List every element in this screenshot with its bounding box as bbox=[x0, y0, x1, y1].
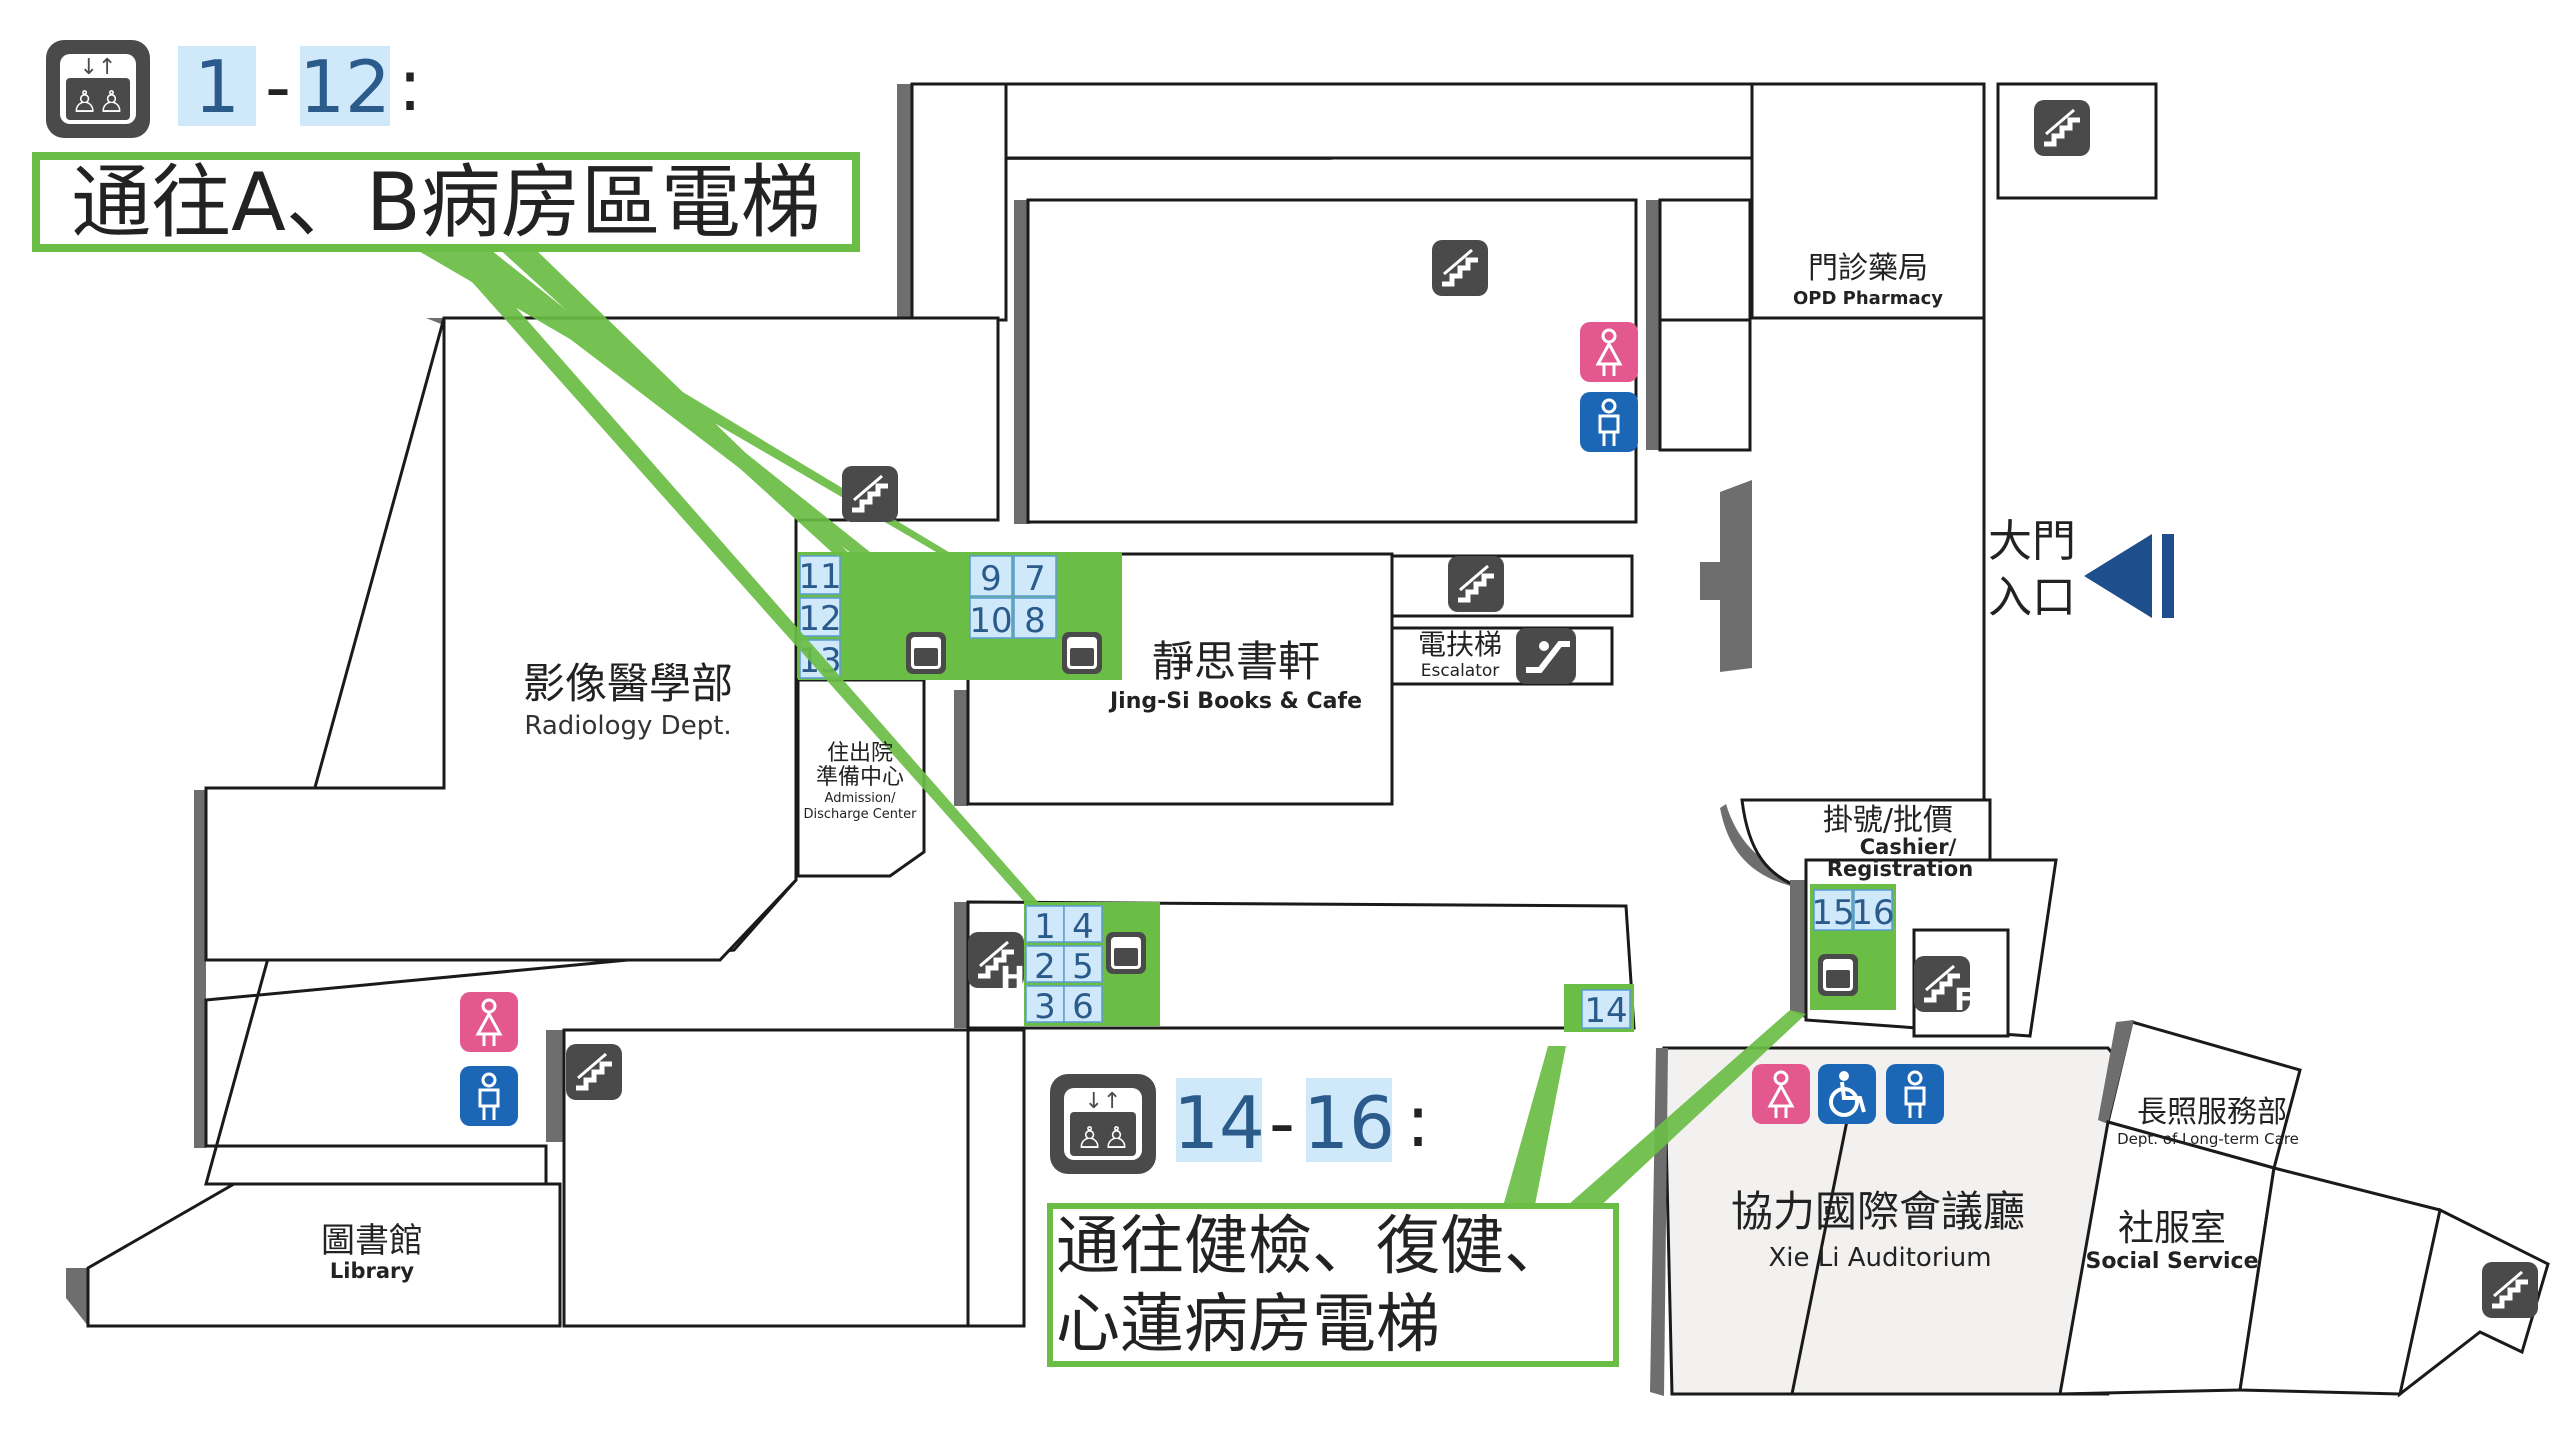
male-restroom-icon bbox=[1886, 1064, 1944, 1124]
elevator-icon bbox=[906, 632, 1858, 996]
svg-text:♙♙: ♙♙ bbox=[71, 85, 125, 120]
female-restroom-icon bbox=[1580, 322, 1638, 382]
stairs-icon bbox=[1432, 240, 1488, 296]
elevator-1: 1 bbox=[1034, 907, 1056, 947]
stairs-icon bbox=[2482, 1262, 2538, 1318]
stairs-icon bbox=[566, 100, 2538, 1318]
legend-b-colon: : bbox=[1406, 1079, 1430, 1163]
stairs-icon bbox=[842, 466, 898, 522]
elevator-icon bbox=[1818, 954, 1858, 996]
legend-a: ↓↑ ♙♙ 1 - 12 : 通往A、B病房區電梯 bbox=[32, 40, 860, 252]
escalator-icon bbox=[1516, 628, 1576, 684]
elevator-4: 4 bbox=[1072, 907, 1094, 947]
escalator-label: 電扶梯 bbox=[1418, 628, 1502, 661]
elevator-6: 6 bbox=[1072, 987, 1094, 1027]
callout-lines bbox=[410, 246, 1806, 1212]
admission-label: 住出院 bbox=[827, 741, 893, 766]
admission-label-en-2: Discharge Center bbox=[803, 807, 917, 822]
elevator-3: 3 bbox=[1034, 987, 1056, 1027]
entrance-label: 大門 bbox=[1988, 516, 2076, 567]
legend-b: ↓↑ ♙♙ 14 - 16 : 通往健檢、復健、 心蓮病房電梯 bbox=[1047, 1074, 1619, 1367]
legend-a-end: 12 bbox=[299, 45, 391, 129]
pharmacy-label-en: OPD Pharmacy bbox=[1793, 288, 1943, 309]
elevator-icon bbox=[1106, 932, 1146, 974]
elevator-2: 2 bbox=[1034, 947, 1056, 987]
elevator-icon bbox=[1062, 632, 1102, 674]
library-label-en: Library bbox=[330, 1259, 414, 1283]
stairs-h-letter: H bbox=[1000, 961, 1025, 996]
elevator-7: 7 bbox=[1024, 559, 1046, 599]
stairs-icon bbox=[968, 932, 1024, 988]
stairs-icon bbox=[2034, 100, 2090, 156]
legend-a-colon: : bbox=[398, 43, 422, 127]
legend-a-desc: 通往A、B病房區電梯 bbox=[71, 156, 821, 249]
elevator-16: 16 bbox=[1851, 893, 1894, 933]
svg-text:14: 14 bbox=[1584, 991, 1627, 1031]
longterm-label: 長照服務部 bbox=[2137, 1095, 2287, 1130]
cashier-label: 掛號/批價 bbox=[1823, 803, 1953, 838]
library-label: 圖書館 bbox=[321, 1221, 423, 1261]
svg-text:↓↑: ↓↑ bbox=[80, 55, 117, 80]
legend-b-desc-1: 通往健檢、復健、 bbox=[1056, 1210, 1568, 1284]
jingsi-label-en: Jing-Si Books & Cafe bbox=[1108, 689, 1362, 714]
male-restroom-icon bbox=[460, 1066, 518, 1126]
elevator-5: 5 bbox=[1072, 947, 1094, 987]
elevator-11: 11 bbox=[798, 557, 841, 597]
legend-b-start: 14 bbox=[1173, 1081, 1265, 1165]
radiology-label-en: Radiology Dept. bbox=[524, 711, 731, 741]
elevator-14: 14 bbox=[1564, 984, 1634, 1032]
elevator-10: 10 bbox=[969, 601, 1012, 641]
elevator-8: 8 bbox=[1024, 601, 1046, 641]
restroom-icons bbox=[460, 322, 1944, 1126]
elevator-12: 12 bbox=[798, 599, 841, 639]
elevator-15: 15 bbox=[1811, 893, 1854, 933]
social-label-en: Social Service bbox=[2085, 1249, 2258, 1274]
auditorium-label-en: Xie Li Auditorium bbox=[1768, 1243, 1991, 1273]
elevator-bank-1-6: 1 4 2 5 3 6 bbox=[1024, 902, 1160, 1027]
escalator-label-en: Escalator bbox=[1421, 661, 1500, 681]
elevator-icon bbox=[906, 632, 946, 674]
female-restroom-icon bbox=[1752, 1064, 1810, 1124]
svg-text:♙♙: ♙♙ bbox=[1076, 1121, 1130, 1156]
radiology-label: 影像醫學部 bbox=[523, 659, 733, 708]
legend-a-dash: - bbox=[265, 45, 291, 129]
elevator-9: 9 bbox=[980, 559, 1002, 599]
accessible-restroom-icon bbox=[1818, 1064, 1876, 1124]
elevator-bank-7-10: 9 7 10 8 bbox=[966, 552, 1122, 680]
room-labels: 影像醫學部 Radiology Dept. 住出院 準備中心 Admission… bbox=[321, 251, 2299, 1283]
stairs-f-letter: F bbox=[1954, 983, 1975, 1018]
auditorium-label: 協力國際會議廳 bbox=[1731, 1187, 2025, 1236]
cashier-label-en-2: Registration bbox=[1827, 857, 1973, 881]
legend-a-start: 1 bbox=[194, 45, 240, 129]
pharmacy-label: 門診藥局 bbox=[1808, 251, 1928, 286]
admission-label-en: Admission/ bbox=[825, 791, 897, 806]
female-restroom-icon bbox=[460, 992, 518, 1052]
admission-label-2: 準備中心 bbox=[816, 765, 904, 790]
svg-text:↓↑: ↓↑ bbox=[1085, 1089, 1122, 1114]
legend-b-end: 16 bbox=[1303, 1081, 1395, 1165]
legend-b-desc-2: 心蓮病房電梯 bbox=[1056, 1288, 1440, 1362]
longterm-label-en: Dept. of Long-term Care bbox=[2117, 1130, 2299, 1148]
stairs-icon bbox=[1448, 556, 1504, 612]
cashier-label-en: Cashier/ bbox=[1860, 835, 1957, 859]
social-label: 社服室 bbox=[2118, 1208, 2226, 1249]
jingsi-label: 靜思書軒 bbox=[1152, 637, 1320, 686]
male-restroom-icon bbox=[1580, 392, 1638, 452]
legend-b-dash: - bbox=[1269, 1081, 1295, 1165]
entrance-arrow-icon bbox=[2084, 534, 2174, 618]
stairs-icon bbox=[1914, 956, 1970, 1012]
stairs-icon bbox=[566, 1044, 622, 1100]
building-structure bbox=[66, 82, 2550, 1398]
entrance-label-2: 入口 bbox=[1988, 572, 2076, 623]
